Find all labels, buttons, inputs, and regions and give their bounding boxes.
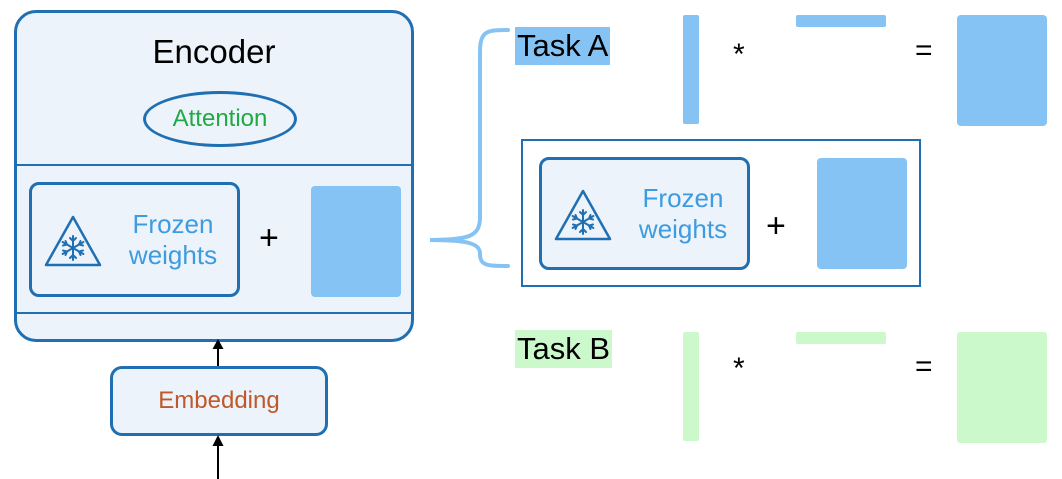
task-a-frozen-label: Frozen weights (628, 183, 738, 245)
arrow-up-icon (212, 435, 224, 479)
encoder-frozen-line2: weights (128, 240, 218, 270)
task-b-equals-sign: = (915, 350, 933, 383)
encoder-frozen-label: Frozen weights (118, 209, 228, 271)
snowflake-warning-icon (554, 189, 612, 241)
encoder-title: Encoder (152, 33, 276, 70)
encoder-divider-top (17, 164, 411, 166)
task-a-frozen-weights-box: Frozen weights (539, 157, 750, 270)
task-a-label: Task A (515, 27, 611, 65)
task-a-weights-panel: Frozen weights + (521, 139, 921, 287)
task-a-column-vector (683, 15, 699, 124)
arrow-up-icon (212, 339, 224, 367)
task-b-result-matrix (957, 332, 1047, 443)
curly-brace-icon (429, 28, 510, 268)
task-a-frozen-line2: weights (638, 214, 728, 244)
encoder-adapter-matrix (311, 186, 401, 297)
attention-ellipse: Attention (143, 91, 297, 147)
embedding-label: Embedding (158, 387, 280, 414)
task-a-plus-sign: + (766, 207, 786, 245)
encoder-frozen-line1: Frozen (132, 209, 214, 239)
task-b-label: Task B (515, 330, 613, 368)
encoder-divider-bottom (17, 312, 411, 314)
encoder-frozen-weights-box: Frozen weights (29, 182, 240, 297)
encoder-plus-sign: + (259, 219, 279, 257)
task-a-multiply-sign: * (733, 38, 745, 71)
snowflake-warning-icon (44, 215, 102, 267)
embedding-box: Embedding (110, 366, 328, 436)
task-a-row-vector (796, 15, 886, 27)
task-a-frozen-line1: Frozen (642, 183, 724, 213)
task-a-adapter-matrix (817, 158, 907, 269)
task-a-equals-sign: = (915, 34, 933, 67)
task-b-multiply-sign: * (733, 352, 745, 385)
task-a-result-matrix (957, 15, 1047, 126)
attention-label: Attention (172, 105, 268, 132)
task-b-column-vector (683, 332, 699, 441)
encoder-block: Encoder Attention Frozen weights + (14, 10, 414, 342)
task-b-row-vector (796, 332, 886, 344)
